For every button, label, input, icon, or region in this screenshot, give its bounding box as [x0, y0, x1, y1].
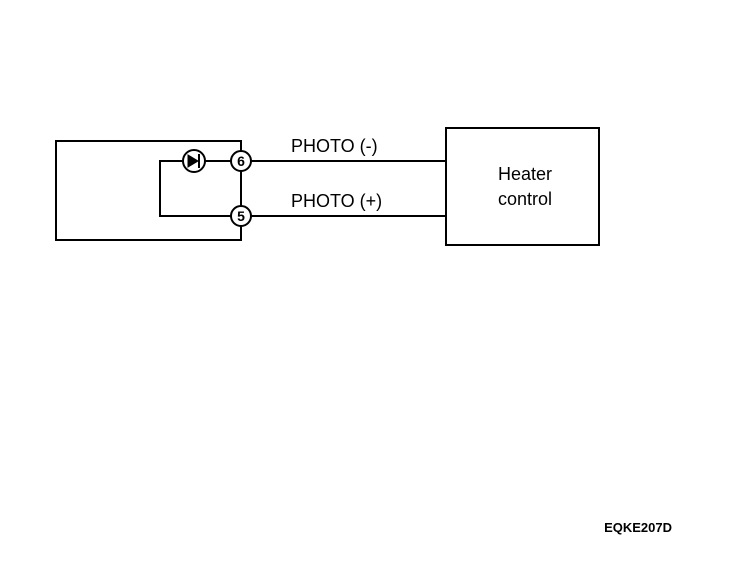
pin-5-label: 5 [237, 208, 245, 224]
figure-code: EQKE207D [604, 520, 672, 535]
pin-6-label: 6 [237, 153, 245, 169]
pin-6-terminal: 6 [230, 150, 252, 172]
photo-plus-label: PHOTO (+) [291, 191, 382, 211]
photodiode-icon [182, 149, 206, 173]
heater-control-box [445, 127, 600, 246]
heater-control-label-line2: control [498, 189, 552, 209]
sensor-internal-loop [159, 160, 231, 217]
pin-5-terminal: 5 [230, 205, 252, 227]
sensor-connector-housing [55, 140, 242, 241]
heater-control-label-line1: Heater [498, 164, 552, 184]
photo-minus-label: PHOTO (-) [291, 136, 378, 156]
